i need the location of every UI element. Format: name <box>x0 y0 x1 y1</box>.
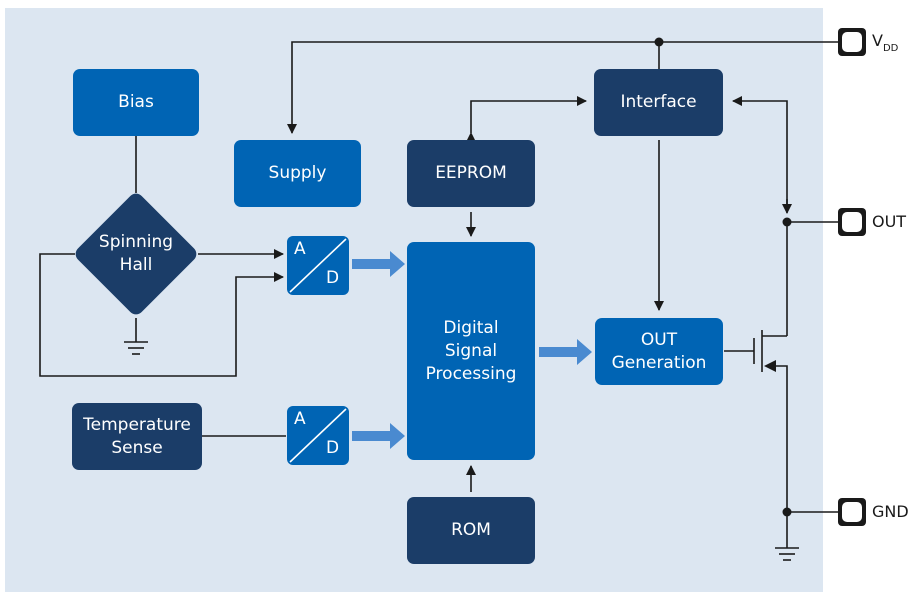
interface-block: Interface <box>594 69 723 136</box>
temperature-sense-label-line2: Sense <box>111 437 163 458</box>
adc-bottom-a-label: A <box>294 409 306 429</box>
dsp-label-line2: Signal <box>444 340 498 361</box>
gnd-pin-label: GND <box>872 502 909 521</box>
output-transistor-icon <box>724 330 788 512</box>
adc-top-d-label: D <box>326 268 340 288</box>
dsp-label-line1: Digital <box>443 317 499 338</box>
spinning-hall-label-line1: Spinning <box>98 232 174 252</box>
vdd-label-main: V <box>872 31 883 50</box>
adc-bottom-d-label: D <box>326 438 340 458</box>
out-junction <box>782 217 792 227</box>
spinning-hall-block <box>75 193 197 315</box>
supply-block: Supply <box>234 140 361 207</box>
temperature-sense-block: Temperature Sense <box>72 403 202 470</box>
gnd-ground-icon <box>775 547 799 561</box>
rom-label: ROM <box>451 520 491 540</box>
transistor-arrow <box>764 360 776 372</box>
spinning-hall-label-line2: Hall <box>119 255 153 275</box>
out-to-interface-wire <box>732 96 788 205</box>
rom-block: ROM <box>407 497 535 564</box>
dsp-block: Digital Signal Processing <box>407 242 535 460</box>
vdd-junction <box>654 37 664 47</box>
bias-label: Bias <box>118 92 154 112</box>
bias-block: Bias <box>73 69 199 136</box>
eeprom-interface-bus <box>466 96 587 142</box>
supply-label: Supply <box>268 163 327 183</box>
vdd-label-sub: DD <box>882 43 899 54</box>
out-generation-label-line1: OUT <box>640 329 678 350</box>
out-generation-label-line2: Generation <box>611 352 707 373</box>
adc-top-a-label: A <box>294 239 306 259</box>
spinning-hall-label-group: Spinning Hall <box>86 230 186 278</box>
temperature-sense-label-line1: Temperature <box>83 414 191 435</box>
out-generation-block: OUT Generation <box>595 318 723 385</box>
eeprom-label: EEPROM <box>435 163 507 183</box>
adc-bottom-to-dsp-arrow <box>352 423 405 449</box>
out-pin-icon <box>838 208 866 236</box>
hall-ground-icon <box>124 341 148 355</box>
dsp-label-line3: Processing <box>425 363 517 384</box>
out-pin-label: OUT <box>872 212 907 231</box>
hall-feedback-loop <box>39 253 284 377</box>
vdd-pin-icon <box>838 28 866 56</box>
dsp-to-outgen-arrow <box>539 339 592 365</box>
interface-label: Interface <box>620 92 697 112</box>
gnd-pin-icon <box>838 498 866 526</box>
adc-top-to-dsp-arrow <box>352 251 405 277</box>
vdd-pin-label: VDD <box>872 31 898 54</box>
eeprom-block: EEPROM <box>407 140 535 207</box>
